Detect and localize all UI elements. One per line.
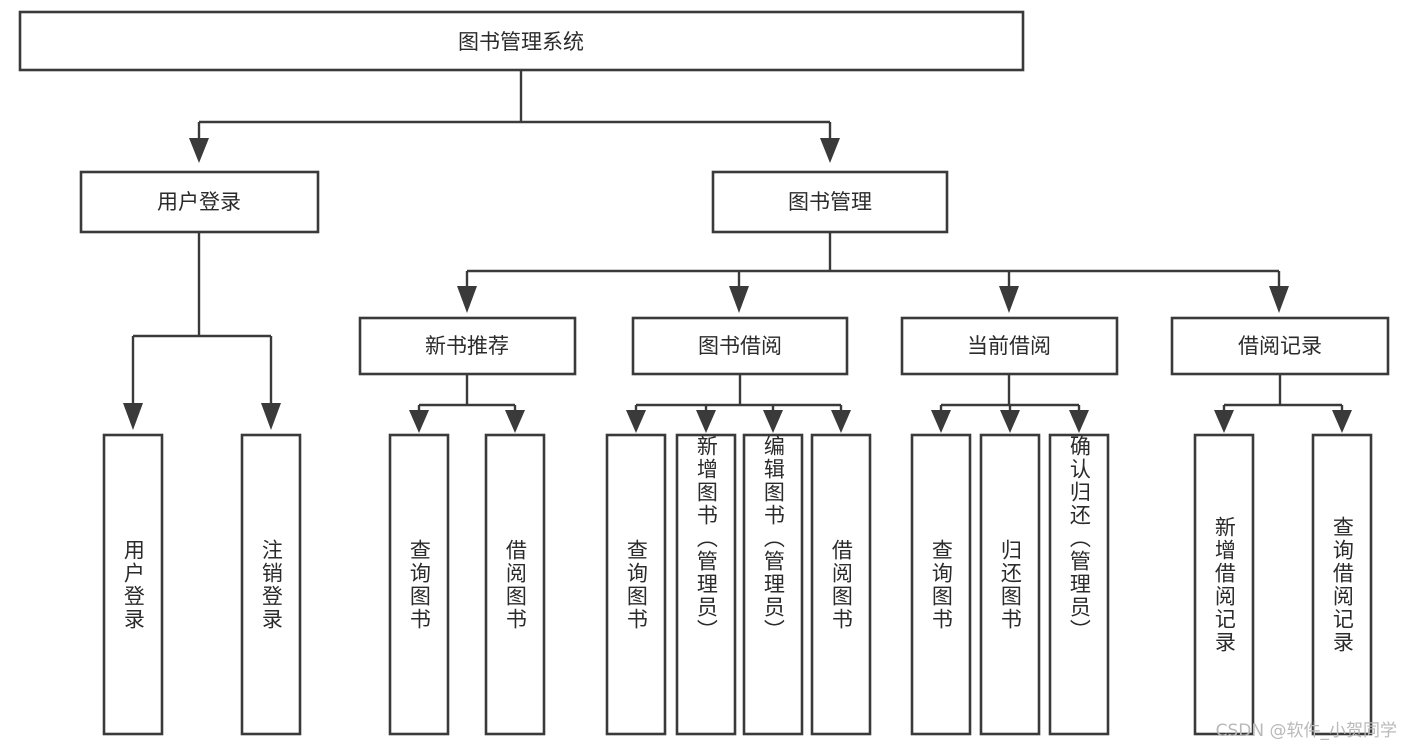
arrow-manage-c4: [1269, 286, 1289, 313]
leaf-box-user-login-0[interactable]: [102, 433, 164, 736]
arrow-recommend-l1: [409, 410, 429, 433]
node-root-system-label: 图书管理系统: [458, 30, 584, 54]
arrow-current-l3: [1069, 410, 1089, 433]
leaf-box-current-borrow-1[interactable]: [979, 433, 1041, 736]
leaf-box-book-borrow-1[interactable]: [675, 433, 737, 736]
arrow-borrow-l1: [626, 410, 646, 433]
arrow-recommend-l2: [505, 410, 525, 433]
leaf-box-book-borrow-0[interactable]: [605, 433, 667, 736]
leaf-box-new-book-recommend-1[interactable]: [484, 433, 546, 736]
node-current-borrow-label: 当前借阅: [967, 334, 1051, 358]
arrow-current-l2: [1000, 410, 1020, 433]
leaf-box-book-borrow-2[interactable]: [742, 433, 804, 736]
node-book-borrow[interactable]: [631, 316, 849, 376]
node-root-system[interactable]: [18, 10, 1025, 72]
leaf-box-borrow-record-1[interactable]: [1311, 433, 1373, 736]
arrow-login-leaf2: [261, 403, 281, 430]
node-borrow-record-label: 借阅记录: [1238, 334, 1322, 358]
arrow-login-leaf1: [123, 403, 143, 430]
arrow-manage-c3: [999, 286, 1019, 313]
arrow-root-to-login: [189, 138, 209, 163]
arrow-record-l2: [1332, 410, 1352, 433]
leaf-box-user-login-1[interactable]: [240, 433, 302, 736]
arrow-record-l1: [1214, 410, 1234, 433]
arrow-manage-c2: [729, 286, 749, 313]
node-user-login-label: 用户登录: [157, 190, 241, 214]
node-borrow-record[interactable]: [1170, 316, 1390, 376]
leaf-box-borrow-record-0[interactable]: [1193, 433, 1255, 736]
leaf-box-new-book-recommend-0[interactable]: [388, 433, 450, 736]
arrow-manage-c1: [457, 286, 477, 313]
arrow-borrow-l3: [763, 410, 783, 433]
arrow-root-to-manage: [820, 138, 840, 163]
node-current-borrow[interactable]: [900, 316, 1119, 376]
leaf-box-current-borrow-0[interactable]: [910, 433, 972, 736]
arrow-borrow-l4: [831, 410, 851, 433]
node-new-book-recommend[interactable]: [358, 316, 577, 376]
node-new-book-recommend-label: 新书推荐: [425, 334, 509, 358]
leaf-box-current-borrow-2[interactable]: [1048, 433, 1110, 736]
leaf-box-book-borrow-3[interactable]: [810, 433, 872, 736]
arrow-current-l1: [931, 410, 951, 433]
arrow-borrow-l2: [696, 410, 716, 433]
node-book-management[interactable]: [711, 170, 949, 234]
node-book-management-label: 图书管理: [788, 190, 872, 214]
node-book-borrow-label: 图书借阅: [698, 334, 782, 358]
